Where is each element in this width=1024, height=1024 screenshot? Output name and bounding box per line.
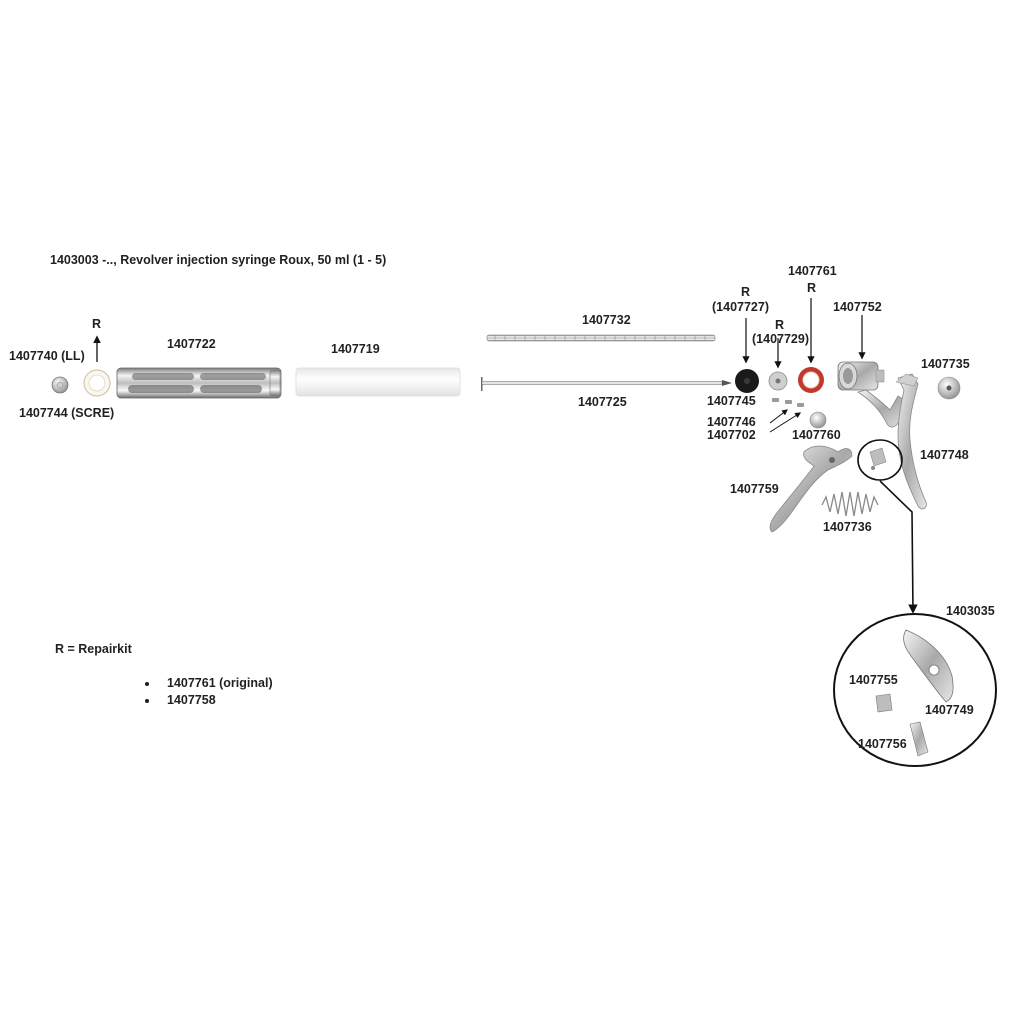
label-1407746: 1407746	[707, 415, 756, 429]
head-assembly-part	[837, 361, 927, 510]
label-1407745: 1407745	[707, 394, 756, 408]
dome-cap-part	[937, 376, 961, 400]
trigger-lever-part	[769, 445, 853, 533]
grey-washer-part	[768, 371, 788, 391]
repairkit-legend: R = Repairkit	[55, 642, 132, 656]
pin-part-1407756	[909, 721, 929, 757]
label-1407727: (1407727)	[712, 300, 769, 314]
spring-part	[821, 491, 879, 517]
label-1407725: 1407725	[578, 395, 627, 409]
label-1407729: (1407729)	[752, 332, 809, 346]
repair-marker-plunger: R	[741, 285, 751, 299]
hex-nut-part	[809, 411, 827, 429]
luer-lock-nut-part	[51, 376, 69, 394]
black-plunger-part	[735, 369, 759, 393]
label-1407756: 1407756	[858, 737, 907, 751]
small-pawl-part	[869, 447, 887, 470]
label-1407722: 1407722	[167, 337, 216, 351]
glass-cylinder-part	[295, 367, 461, 397]
metal-barrel-part	[116, 367, 282, 399]
label-1403035: 1403035	[946, 604, 995, 618]
threaded-rod-part	[486, 334, 716, 342]
label-1407755: 1407755	[849, 673, 898, 687]
detail-zoom-oval	[857, 439, 903, 481]
arrow-screw-1	[769, 409, 788, 424]
tiny-screws-part	[772, 398, 804, 407]
plunger-rod-part	[481, 377, 732, 391]
label-1407744: 1407744 (SCRE)	[19, 406, 115, 420]
clip-part-1407755	[875, 693, 893, 713]
pawl-plate-part-1407749	[903, 629, 954, 703]
label-1407740: 1407740 (LL)	[9, 349, 85, 363]
label-1407702: 1407702	[707, 428, 756, 442]
zoom-connector-arrow	[879, 480, 918, 614]
repair-marker-washer: R	[92, 317, 102, 331]
detail-circle-1403035	[833, 613, 997, 767]
label-1407735: 1407735	[921, 357, 970, 371]
red-seal-ring-part	[798, 367, 824, 393]
diagram-title: 1403003 -.., Revolver injection syringe …	[50, 253, 387, 267]
label-1407749: 1407749	[925, 703, 974, 717]
label-1407760: 1407760	[792, 428, 841, 442]
label-1407719: 1407719	[331, 342, 380, 356]
repair-marker-grey-washer: R	[775, 318, 785, 332]
label-1407759: 1407759	[730, 482, 779, 496]
label-1407748: 1407748	[920, 448, 969, 462]
washer-ring-part	[83, 369, 111, 397]
label-1407736: 1407736	[823, 520, 872, 534]
repairkit-item: 1407758	[145, 692, 273, 709]
label-1407732: 1407732	[582, 313, 631, 327]
repairkit-list: 1407761 (original) 1407758	[145, 675, 273, 709]
label-1407752: 1407752	[833, 300, 882, 314]
repair-marker-seal: R	[807, 281, 817, 295]
label-1407761: 1407761	[788, 264, 837, 278]
repairkit-item: 1407761 (original)	[145, 675, 273, 692]
arrow-screw-2	[769, 412, 802, 433]
